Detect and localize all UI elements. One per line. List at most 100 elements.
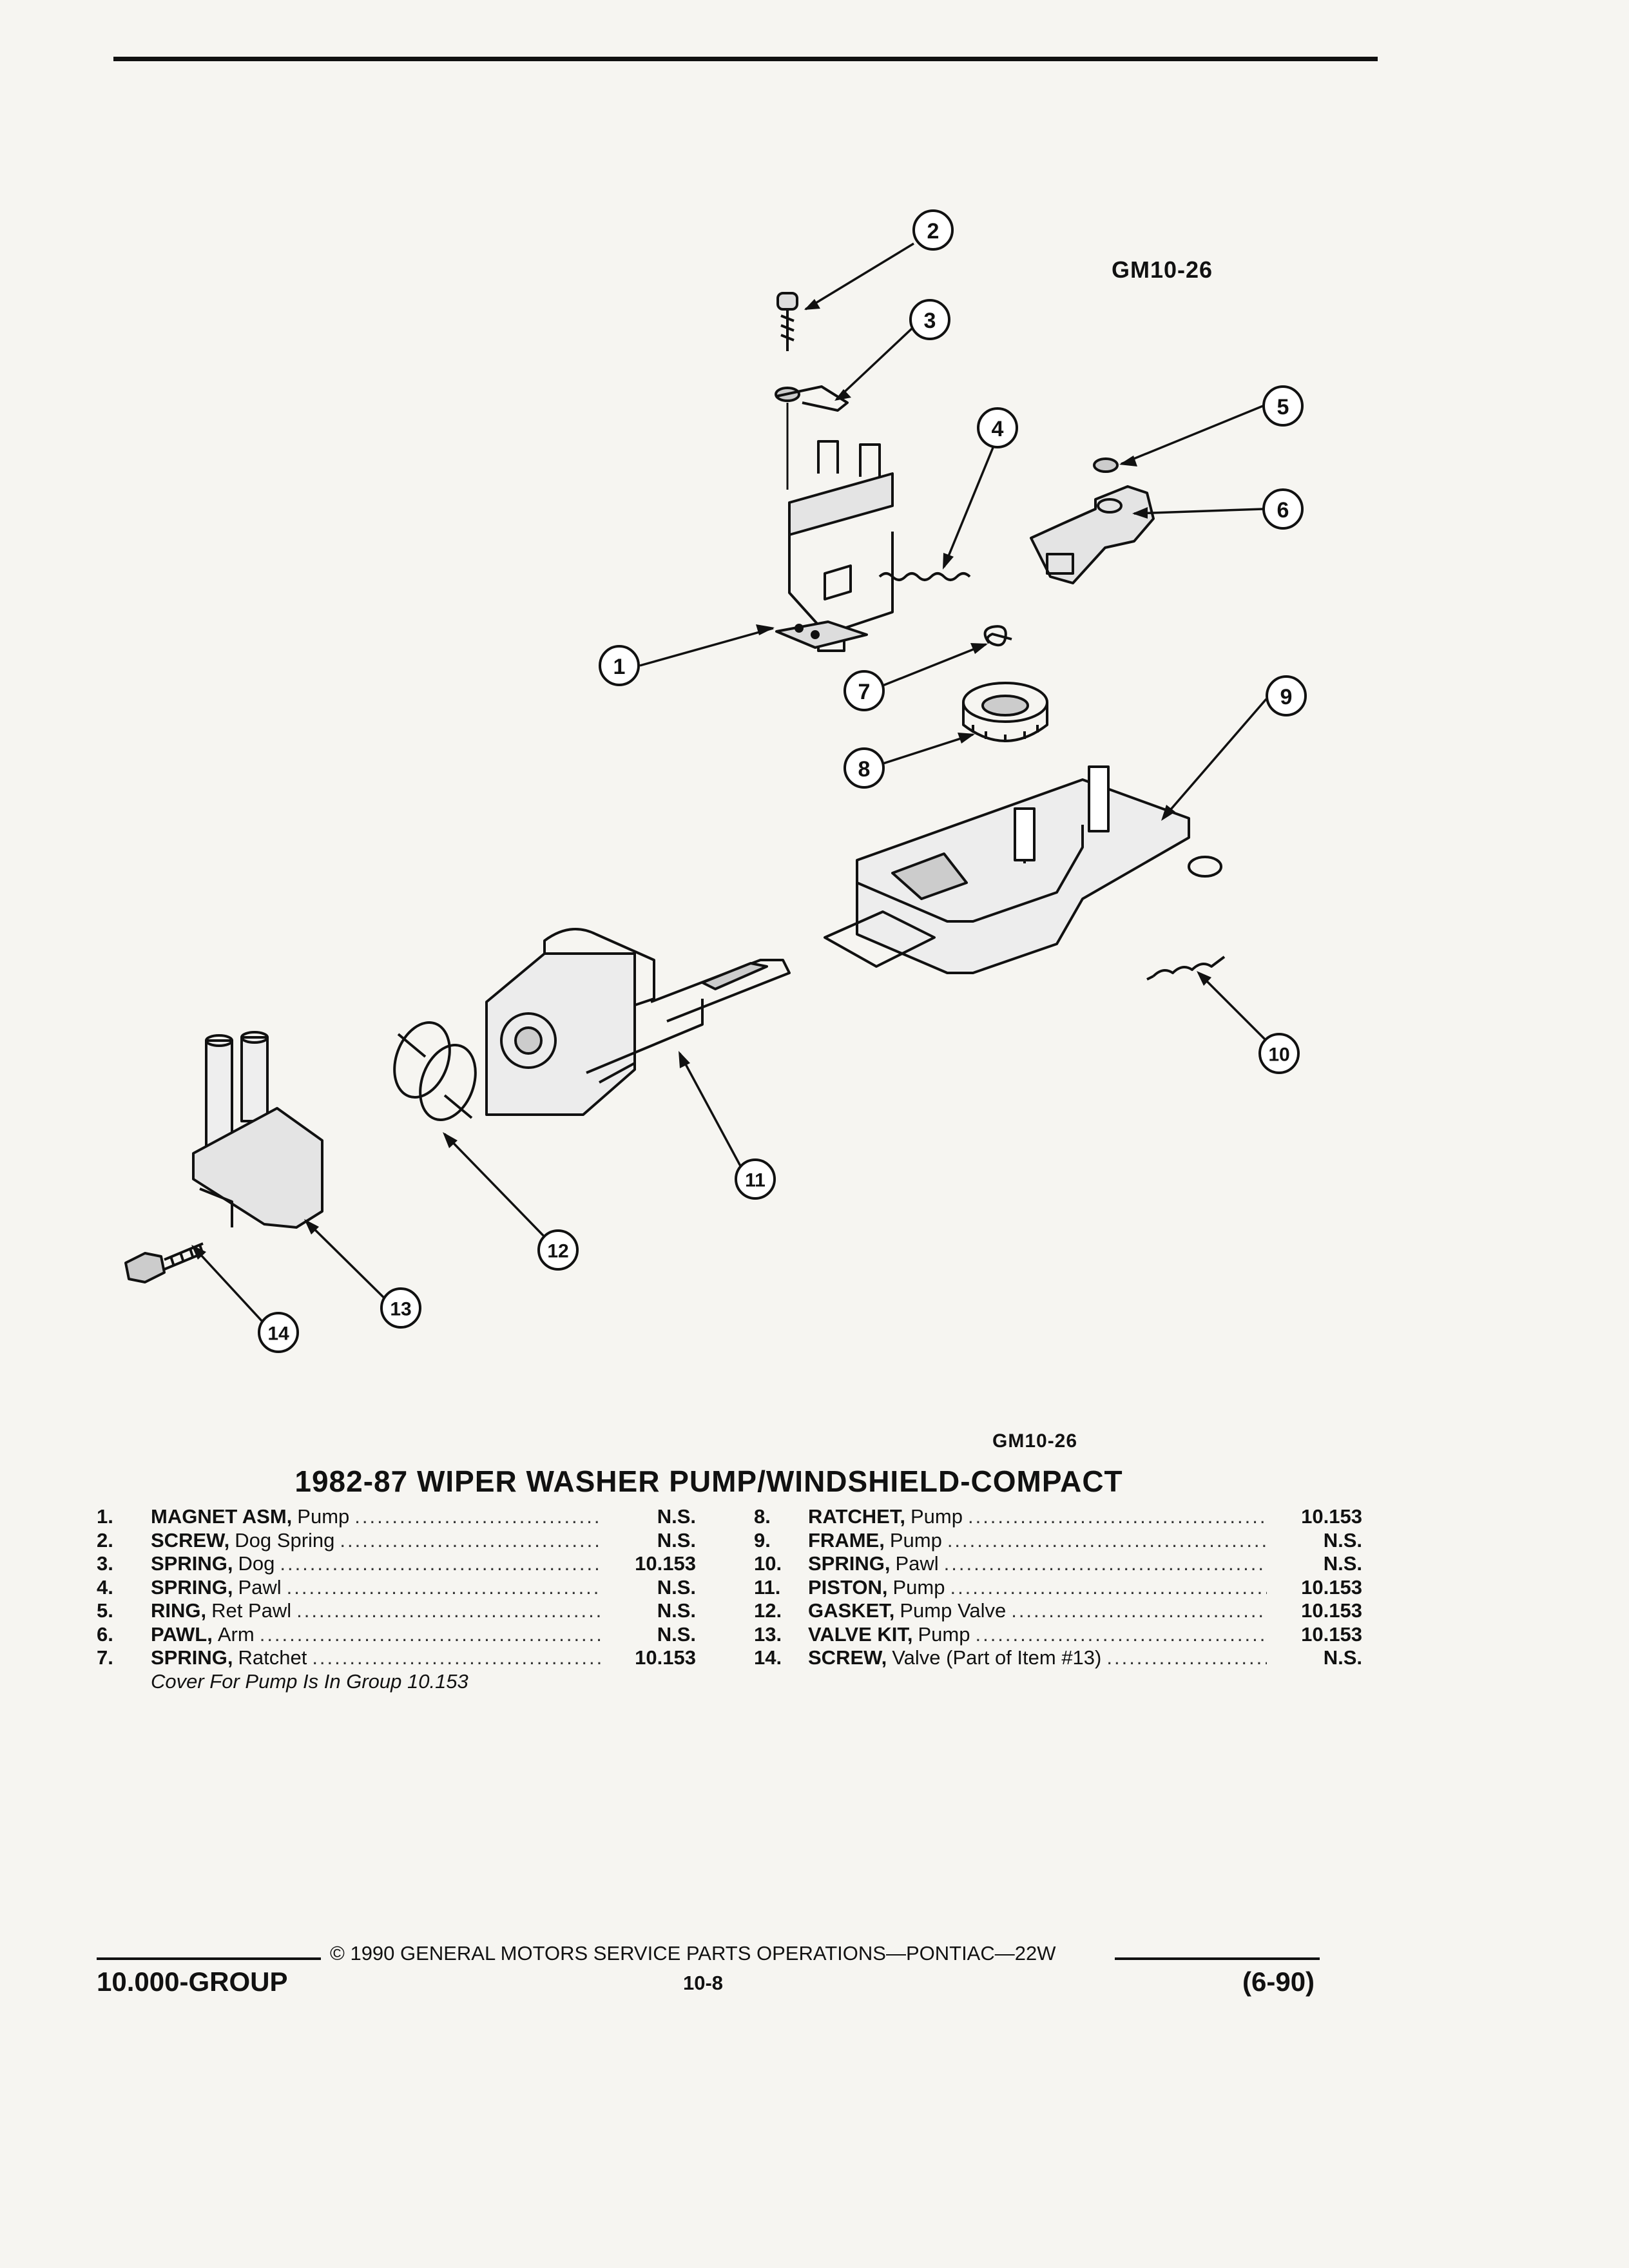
callout-14: [258, 1312, 299, 1353]
part-name: PISTON,: [808, 1575, 888, 1599]
part-row: 14. SCREW, Valve (Part of Item #13) N.S.: [754, 1646, 1362, 1670]
parts-list-right: 8. RATCHET, Pump 10.153 9. FRAME, Pump N…: [754, 1505, 1362, 1670]
part-row: 10. SPRING, Pawl N.S.: [754, 1552, 1362, 1576]
part-description: Dog: [238, 1552, 275, 1575]
part-group: 10.153: [1301, 1505, 1362, 1528]
leader-dots: [944, 1552, 1267, 1575]
part-number: 8.: [754, 1505, 771, 1528]
part-description: Ratchet: [238, 1646, 307, 1669]
part-group: 10.153: [1301, 1599, 1362, 1622]
callout-1: [599, 645, 640, 686]
leader-dots: [950, 1576, 1267, 1599]
footer-group: 10.000-GROUP: [97, 1966, 288, 1997]
part-group: N.S.: [657, 1575, 696, 1599]
callout-label-4: 4: [992, 417, 1004, 441]
leader-dots: [354, 1505, 601, 1528]
footer-page-number: 10-8: [683, 1972, 724, 1994]
callout-13: [380, 1287, 421, 1329]
callout-label-14: 14: [267, 1323, 289, 1345]
part-row: 3. SPRING, Dog 10.153: [97, 1552, 696, 1576]
part-number: 11.: [754, 1575, 781, 1599]
leader-dots: [296, 1599, 601, 1622]
callout-5: [1262, 385, 1304, 427]
part-valve-screw: [124, 1242, 204, 1283]
part-number: 9.: [754, 1528, 771, 1552]
leader-dots: [280, 1552, 601, 1575]
callout-label-1: 1: [613, 655, 626, 679]
callout-10: [1258, 1033, 1300, 1074]
part-row: 13. VALVE KIT, Pump 10.153: [754, 1623, 1362, 1647]
part-number: 10.: [754, 1552, 782, 1575]
part-number: 7.: [97, 1646, 113, 1669]
part-description: Pawl: [238, 1575, 282, 1599]
part-group: N.S.: [1323, 1552, 1362, 1575]
callout-7: [843, 670, 885, 711]
part-name: PAWL,: [151, 1622, 213, 1646]
footer-date: (6-90): [1242, 1966, 1315, 1997]
leader-dots: [1106, 1646, 1267, 1669]
part-name: SPRING,: [151, 1552, 233, 1575]
part-description: Pump: [297, 1505, 350, 1528]
part-dog-spring-screw: [776, 292, 798, 351]
part-description: Pump: [918, 1622, 970, 1646]
callout-label-10: 10: [1268, 1044, 1289, 1066]
figure-id-bottom: GM10-26: [992, 1430, 1078, 1452]
leader-dots: [312, 1646, 601, 1669]
part-group: N.S.: [657, 1599, 696, 1622]
figure-id-top: GM10-26: [1112, 256, 1213, 283]
part-number: 4.: [97, 1575, 113, 1599]
part-name: RATCHET,: [808, 1505, 905, 1528]
leader-dots: [1011, 1599, 1267, 1622]
part-description: Pump: [889, 1528, 942, 1552]
part-pawl-spring-small: [1146, 956, 1226, 981]
leader-dots: [260, 1623, 601, 1646]
part-name: SCREW,: [151, 1528, 230, 1552]
part-magnet-assembly: [775, 440, 894, 652]
part-number: 2.: [97, 1528, 113, 1552]
part-number: 6.: [97, 1622, 113, 1646]
callout-label-12: 12: [547, 1241, 568, 1262]
part-description: Valve (Part of Item #13): [892, 1646, 1102, 1669]
part-row: 7. SPRING, Ratchet 10.153: [97, 1646, 696, 1670]
part-pawl-arm: [1030, 485, 1155, 584]
part-description: Pawl: [895, 1552, 939, 1575]
part-row: 6. PAWL, Arm N.S.: [97, 1623, 696, 1647]
callout-4: [977, 407, 1018, 448]
part-row: 9. FRAME, Pump N.S.: [754, 1529, 1362, 1553]
part-group: 10.153: [635, 1552, 696, 1575]
part-row: 12. GASKET, Pump Valve 10.153: [754, 1599, 1362, 1623]
part-piston: [485, 928, 791, 1116]
part-description: Dog Spring: [235, 1528, 335, 1552]
part-ratchet: [962, 682, 1048, 742]
callout-6: [1262, 488, 1304, 530]
leader-dots: [975, 1623, 1267, 1646]
part-number: 14.: [754, 1646, 782, 1669]
leader-dots: [968, 1505, 1267, 1528]
callout-9: [1266, 675, 1307, 716]
callout-label-9: 9: [1280, 685, 1293, 709]
callout-label-3: 3: [924, 309, 936, 333]
cover-note: Cover For Pump Is In Group 10.153: [151, 1670, 468, 1693]
part-name: GASKET,: [808, 1599, 895, 1622]
part-number: 13.: [754, 1622, 782, 1646]
footer-rule-left: [97, 1957, 321, 1960]
part-description: Pump: [910, 1505, 963, 1528]
part-frame: [824, 765, 1222, 974]
part-gasket: [393, 1021, 477, 1122]
part-name: SPRING,: [151, 1646, 233, 1669]
top-rule: [113, 57, 1378, 61]
callout-8: [843, 747, 885, 789]
callout-3: [909, 299, 950, 340]
part-group: N.S.: [1323, 1646, 1362, 1669]
part-name: MAGNET ASM,: [151, 1505, 293, 1528]
part-group: 10.153: [635, 1646, 696, 1669]
part-group: N.S.: [657, 1528, 696, 1552]
part-pawl-spring: [878, 572, 971, 581]
part-description: Pump Valve: [900, 1599, 1007, 1622]
footer-rule-right: [1115, 1957, 1320, 1960]
leader-dots: [947, 1529, 1267, 1552]
part-row: 8. RATCHET, Pump 10.153: [754, 1505, 1362, 1529]
callout-label-8: 8: [858, 757, 871, 782]
callout-label-11: 11: [745, 1170, 766, 1191]
part-dog-spring: [775, 385, 849, 490]
